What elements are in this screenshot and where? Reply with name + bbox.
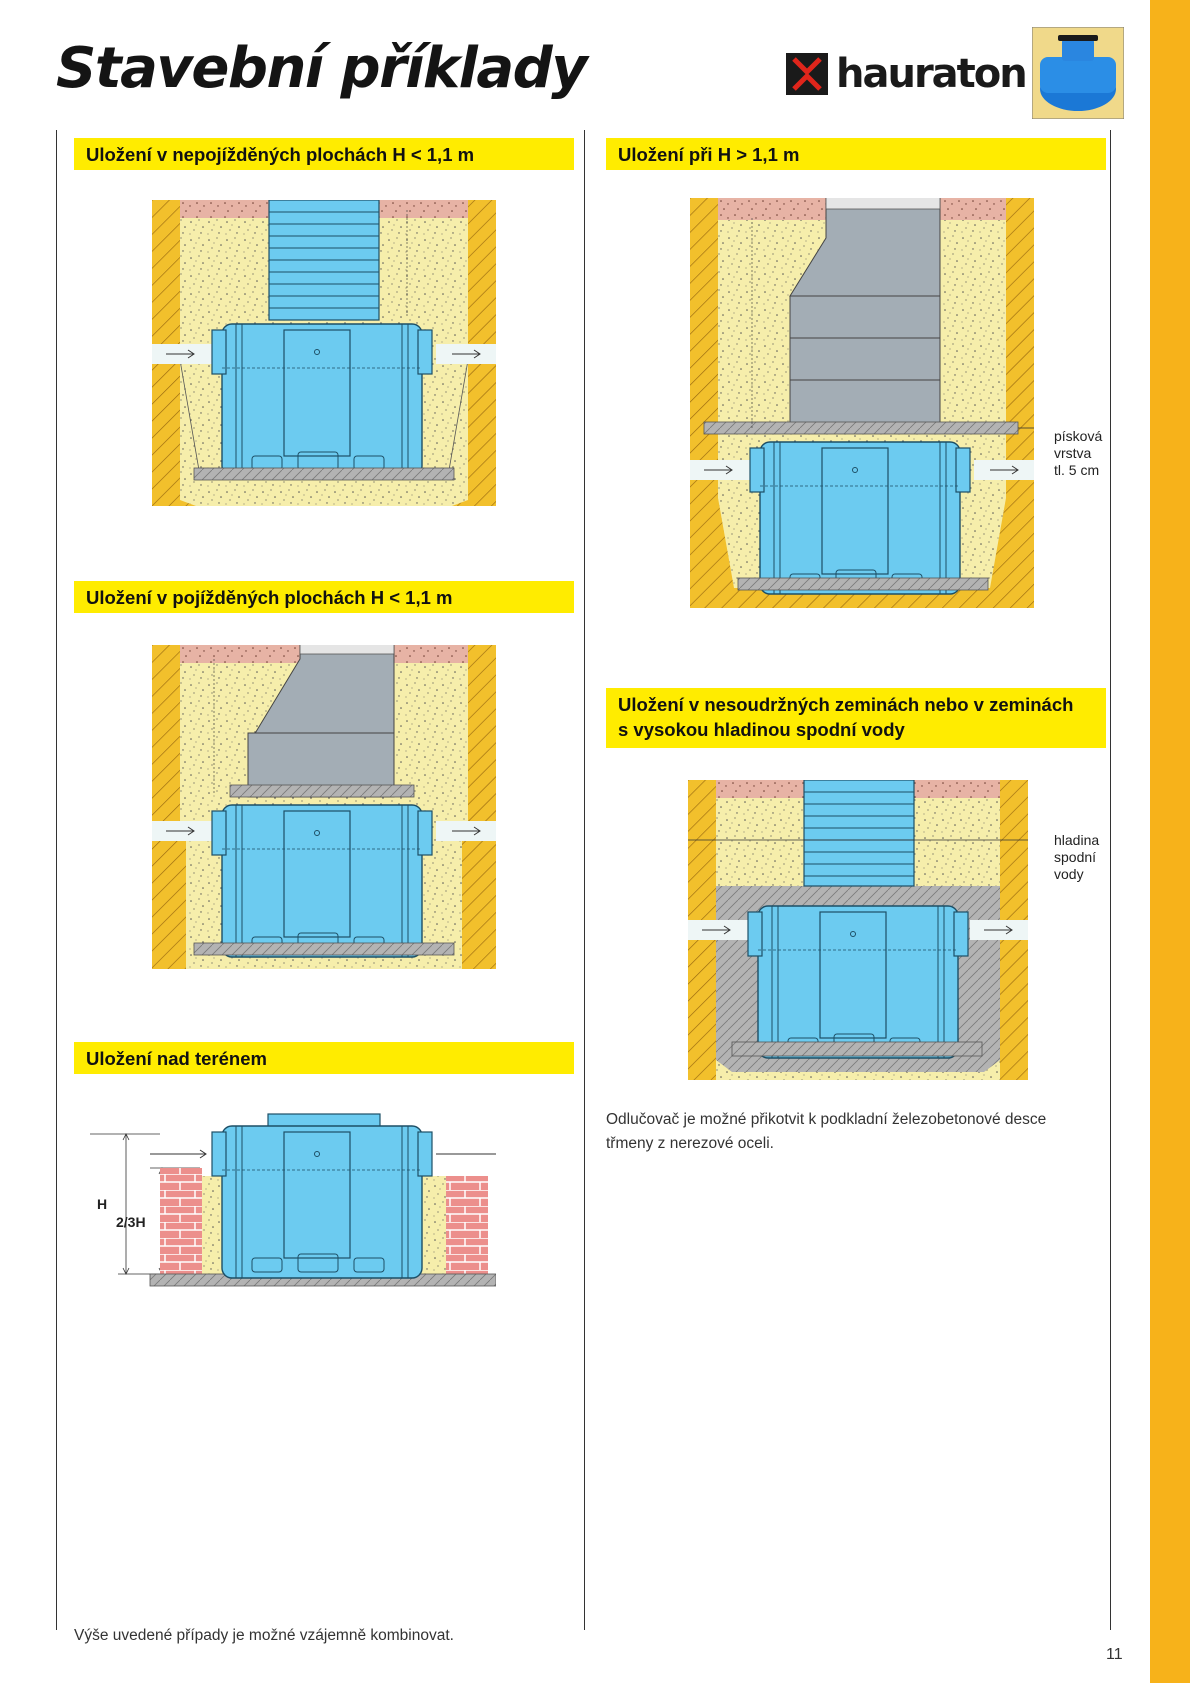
figure-groundwater [688, 780, 1028, 1080]
left-margin-rule [56, 130, 57, 1630]
column-divider [584, 130, 585, 1630]
section-heading-above-ground: Uložení nad terénem [74, 1042, 574, 1074]
dim-label-two-thirds-h: 2/3H [116, 1214, 146, 1230]
annotation-sand-layer: písková vrstva tl. 5 cm [1054, 428, 1103, 478]
section-heading-groundwater-line1: Uložení v nesoudržných zeminách nebo v z… [618, 694, 1074, 715]
page-title: Stavební příklady [56, 36, 588, 101]
section-heading-deep: Uložení při H > 1,1 m [606, 138, 1106, 170]
section-heading-groundwater: Uložení v nesoudržných zeminách nebo v z… [606, 688, 1106, 748]
section-heading-non-traffic: Uložení v nepojížděných plochách H < 1,1… [74, 138, 574, 170]
accent-stripe [1150, 0, 1190, 1683]
hauraton-mark-icon [786, 53, 828, 95]
combine-note: Výše uvedené případy je možné vzájemně k… [74, 1627, 454, 1644]
brand-name: hauraton [836, 51, 1028, 97]
annotation-groundwater: hladina spodní vody [1054, 832, 1100, 882]
figure-traffic [152, 645, 496, 969]
section-heading-traffic: Uložení v pojížděných plochách H < 1,1 m [74, 581, 574, 613]
right-margin-rule [1110, 130, 1111, 1630]
figure-non-traffic [152, 200, 496, 506]
anchor-note: Odlučovač je možné přikotvit k podkladní… [606, 1111, 1047, 1152]
dim-label-h: H [97, 1196, 108, 1212]
figure-deep-install [690, 198, 1034, 608]
brand-logo: hauraton [786, 51, 1028, 97]
product-photo [1032, 27, 1124, 119]
section-heading-groundwater-line2: s vysokou hladinou spodní vody [618, 719, 905, 740]
page-number: 11 [1106, 1646, 1123, 1663]
figure-above-ground [90, 1113, 496, 1287]
